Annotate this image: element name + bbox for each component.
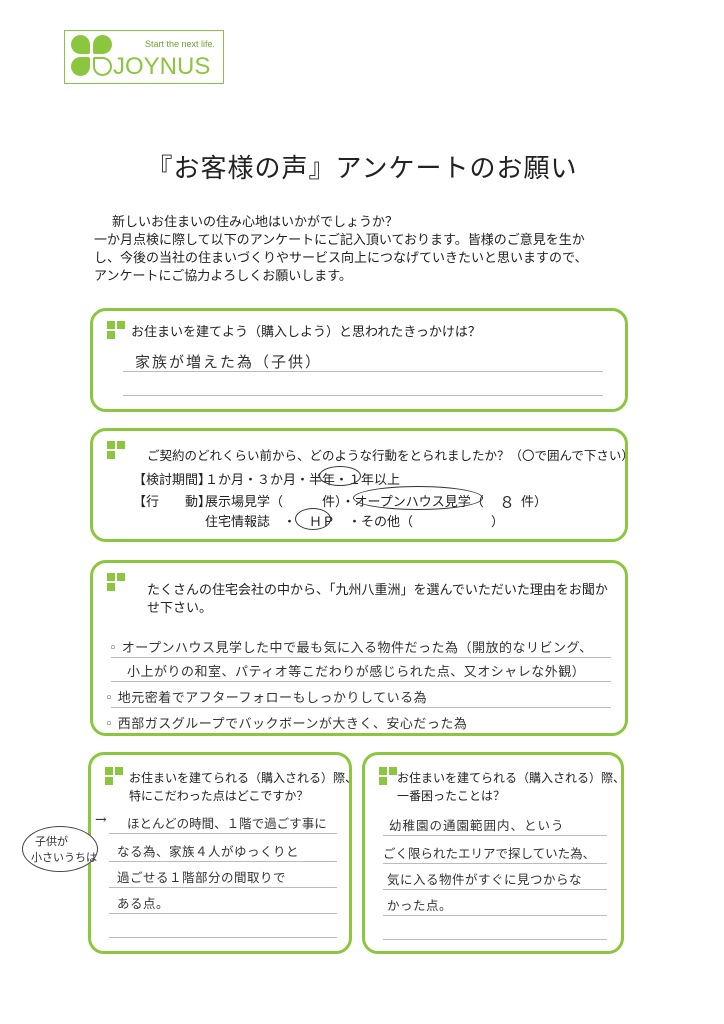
answer-line: ある点。 — [117, 896, 170, 911]
intro-line: し、今後の当社の住まいづくりやサービス向上につなげていきたいと思いますので、 — [94, 251, 588, 266]
logo-brand: JOYNUS — [113, 53, 211, 80]
action-line-2: 住宅情報誌 ・ ＨＰ ・その他（ ） — [205, 515, 505, 530]
side-note-line: 小さいうちは — [31, 851, 97, 864]
arrow-icon: → — [95, 812, 107, 828]
side-note-line: 子供が — [35, 835, 68, 848]
question-text: 一番困ったことは？ — [397, 789, 506, 803]
action-label: 【行 動】 — [133, 495, 212, 510]
question-text: たくさんの住宅会社の中から、「九州八重洲」を選んでいただいた理由をお聞か — [147, 583, 608, 598]
intro-line: アンケートにご協力よろしくお願いします。 — [94, 269, 352, 284]
question-box-1: お住まいを建てよう（購入しよう）と思われたきっかけは？ 家族が増えた為（子供） — [90, 308, 628, 412]
selection-circle — [353, 486, 483, 510]
answer-text: 家族が増えた為（子供） — [135, 353, 323, 371]
answer-line: かった点。 — [387, 898, 453, 913]
intro-text: 新しいお住まいの住み心地はいかがでしょうか？ 一か月点検に際して以下のアンケート… — [94, 214, 680, 286]
selection-circle — [295, 508, 331, 530]
question-text: ご契約のどれくらい前から、どのような行動をとられましたか？（〇で囲んで下さい） — [147, 448, 634, 463]
question-text: お住まいを建てられる（購入される）際、 — [397, 771, 626, 785]
selection-circle — [319, 466, 361, 486]
question-box-4: お住まいを建てられる（購入される）際、 特にこだわった点はどこですか？ ほとんど… — [88, 752, 357, 954]
question-text: お住まいを建てられる（購入される）際、 — [129, 771, 358, 785]
question-box-5: お住まいを建てられる（購入される）際、 一番困ったことは？ 幼稚園の通園範囲内、… — [362, 752, 626, 954]
answer-line: ごく限られたエリアで探していた為、 — [383, 846, 596, 861]
side-note: 子供が 小さいうちは — [22, 826, 98, 872]
period-options: １か月・３か月・半年・１年以上 — [205, 473, 401, 488]
answer-line: ◦ オープンハウス見学した中で最も気に入る物件だった為（開放的なリビング、 — [109, 641, 593, 656]
answer-line: ◦ 西部ガスグループでバックボーンが大きく、安心だった為 — [105, 717, 468, 732]
answer-line: ほとんどの時間、１階で過ごす事に — [127, 816, 327, 831]
answer-line: ◦ 地元密着でアフターフォローもしっかりしている為 — [105, 691, 428, 706]
clover-icon — [71, 35, 115, 79]
answer-line: なる為、家族４人がゆっくりと — [117, 844, 300, 859]
intro-line: 一か月点検に際して以下のアンケートにご記入頂いております。皆様のご意見を生か — [94, 233, 585, 248]
company-logo: Start the next life. JOYNUS — [64, 30, 224, 84]
question-text: 特にこだわった点はどこですか？ — [129, 789, 309, 803]
question-text: せ下さい。 — [147, 601, 213, 616]
answer-line: 過ごせる１階部分の間取りで — [117, 870, 287, 885]
question-box-3: たくさんの住宅会社の中から、「九州八重洲」を選んでいただいた理由をお聞か せ下さ… — [90, 560, 628, 736]
answer-line: 気に入る物件がすぐに見つからな — [387, 872, 583, 887]
answer-line: 幼稚園の通園範囲内、という — [389, 818, 565, 833]
question-text: お住まいを建てよう（購入しよう）と思われたきっかけは？ — [131, 325, 481, 340]
action-count: ８ — [499, 493, 518, 512]
question-box-2: ご契約のどれくらい前から、どのような行動をとられましたか？（〇で囲んで下さい） … — [90, 428, 634, 542]
action-line-1-end: 件） — [521, 495, 548, 510]
logo-slogan: Start the next life. — [145, 39, 216, 49]
answer-line: 小上がりの和室、パティオ等こだわりが感じられた点、又オシャレな外観） — [127, 665, 586, 680]
period-label: 【検討期間】 — [133, 473, 212, 488]
intro-line: 新しいお住まいの住み心地はいかがでしょうか？ — [112, 215, 399, 230]
page-title: 『お客様の声』アンケートのお願い — [146, 154, 578, 184]
